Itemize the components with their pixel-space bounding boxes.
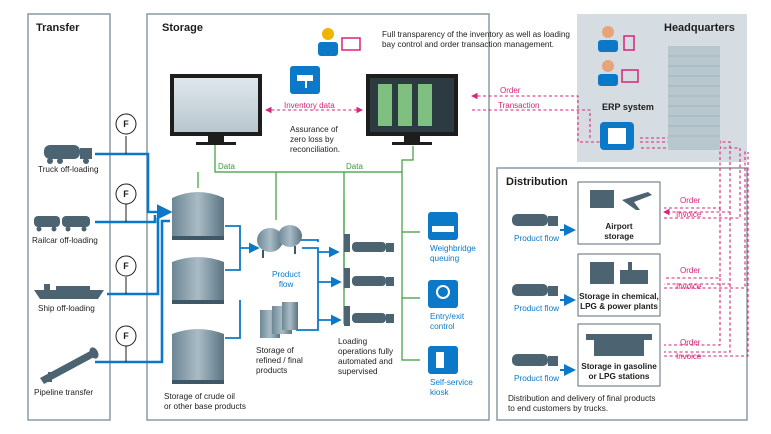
pipeline-icon bbox=[40, 347, 99, 384]
dist-product-flow-3: Product flow bbox=[514, 374, 560, 383]
destination-airport: Airport storage bbox=[604, 222, 634, 241]
dist-order-2: Order bbox=[680, 266, 701, 275]
crude-oil-label: Storage of crude oil or other base produ… bbox=[164, 392, 246, 411]
destination-chemical: Storage in chemical, LPG & power plants bbox=[579, 292, 659, 311]
dist-invoice-1: Invoice bbox=[676, 210, 702, 219]
dist-invoice-2: Invoice bbox=[676, 282, 702, 291]
kiosk-icon bbox=[428, 346, 458, 374]
transparency-note: Full transparency of the inventory as we… bbox=[382, 30, 570, 49]
product-flow-label: Product flow bbox=[272, 270, 301, 289]
flow-meter-label: F bbox=[123, 189, 129, 199]
railcar-icon bbox=[34, 216, 90, 232]
refined-label: Storage of refined / final products bbox=[256, 346, 303, 375]
distribution-title: Distribution bbox=[506, 176, 568, 188]
dist-product-flow-1: Product flow bbox=[514, 234, 560, 243]
weighbridge-label: Weighbridge queuing bbox=[430, 244, 476, 263]
headquarters-title: Headquarters bbox=[664, 22, 735, 34]
erp-label: ERP system bbox=[602, 102, 654, 112]
truck-icon bbox=[44, 145, 92, 164]
internal-pipes bbox=[225, 225, 342, 339]
hq-order-label: Order bbox=[500, 86, 521, 95]
flow-meter-label: F bbox=[123, 261, 129, 271]
weighbridge-icon bbox=[428, 212, 458, 240]
inventory-data-label: Inventory data bbox=[284, 101, 335, 110]
transfer-item-pipeline: Pipeline transfer bbox=[34, 388, 94, 397]
entry-exit-label: Entry/exit control bbox=[430, 312, 465, 331]
refined-tanks bbox=[260, 302, 298, 338]
control-monitor-icon bbox=[366, 74, 458, 145]
chemical-plant-icon bbox=[590, 262, 648, 284]
transfer-item-railcar: Railcar off-loading bbox=[32, 236, 98, 245]
kiosk-label: Self-service kiosk bbox=[430, 378, 473, 397]
distribution-footer: Distribution and delivery of final produ… bbox=[508, 394, 656, 413]
dist-order-3: Order bbox=[680, 338, 701, 347]
crude-tanks bbox=[172, 192, 224, 384]
inventory-data-icon bbox=[290, 66, 320, 94]
transfer-title: Transfer bbox=[36, 22, 80, 34]
storage-panel bbox=[146, 13, 490, 421]
headquarters-building-icon bbox=[668, 46, 720, 150]
sphere-tanks bbox=[257, 225, 302, 258]
flow-meter-icons bbox=[115, 113, 137, 362]
dist-invoice-3: Invoice bbox=[676, 352, 702, 361]
erp-server-icon bbox=[600, 122, 634, 150]
airport-icon bbox=[590, 190, 652, 210]
dist-order-1: Order bbox=[680, 196, 701, 205]
reconciliation-label: Assurance of zero loss by reconciliation… bbox=[290, 125, 341, 154]
hq-person-icon bbox=[598, 26, 635, 52]
transfer-item-ship: Ship off-loading bbox=[38, 304, 95, 313]
hq-support-icon bbox=[598, 60, 639, 86]
distribution-trucks bbox=[512, 214, 558, 366]
hq-transaction-label: Transaction bbox=[498, 101, 540, 110]
storage-title: Storage bbox=[162, 22, 203, 34]
loading-bay-trucks bbox=[344, 234, 394, 326]
dist-product-flow-2: Product flow bbox=[514, 304, 560, 313]
inventory-monitor-icon bbox=[170, 74, 262, 145]
transfer-item-truck: Truck off-loading bbox=[38, 165, 99, 174]
distribution-panel bbox=[496, 167, 748, 421]
distribution-flow-arrows bbox=[560, 224, 576, 376]
flow-meter-label: F bbox=[123, 331, 129, 341]
inbound-pipes bbox=[95, 152, 173, 364]
transfer-panel bbox=[27, 13, 111, 421]
gas-station-icon bbox=[586, 334, 652, 356]
destination-gasoline: Storage in gasoline or LPG stations bbox=[581, 362, 657, 381]
flow-meter-label: F bbox=[123, 119, 129, 129]
destination-boxes bbox=[577, 181, 661, 387]
loading-ops-label: Loading operations fully automated and s… bbox=[338, 337, 394, 376]
data-label-left: Data bbox=[218, 162, 235, 171]
data-label-right: Data bbox=[346, 162, 363, 171]
operator-icon bbox=[318, 28, 361, 56]
ship-icon bbox=[34, 284, 104, 299]
entry-exit-icon bbox=[428, 280, 458, 308]
